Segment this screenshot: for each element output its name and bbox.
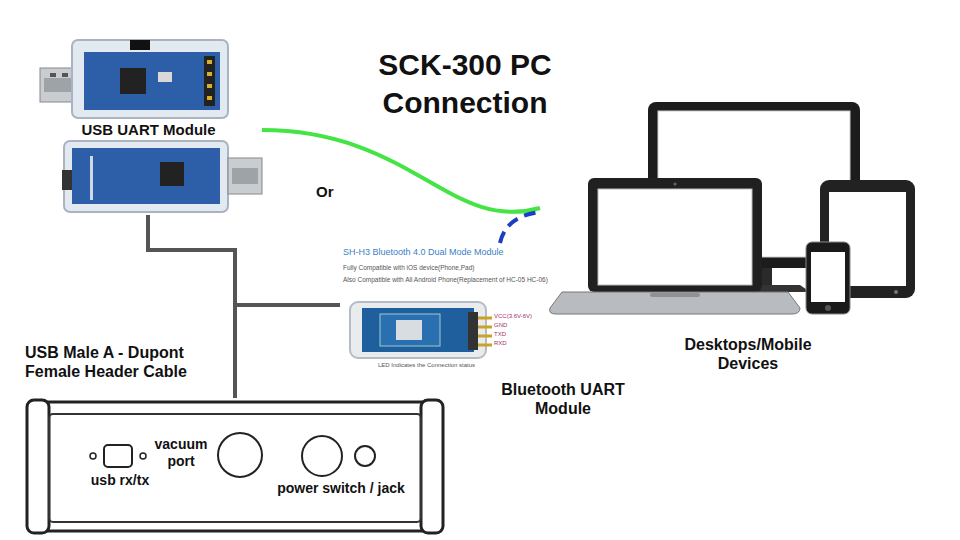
- module-label: Bluetooth UART Module: [478, 380, 648, 418]
- cable-label: USB Male A - Dupont Female Header Cable: [25, 343, 225, 381]
- pin-name: GND: [494, 322, 507, 329]
- module-note: Fully Compatible with iOS device(Phone,P…: [343, 264, 475, 272]
- devices-group: Desktops/Mobile Devices: [540, 98, 920, 380]
- sck300-device: usb rx/tx vacuum port power switch / jack: [25, 398, 445, 535]
- port-label: usb rx/tx: [77, 472, 163, 489]
- usb-uart-module-top: [40, 40, 228, 118]
- module-label: USB UART Module: [35, 121, 262, 139]
- pin-name: VCC(3.6V-6V): [494, 313, 532, 320]
- led-note: LED Indicates the Connection status: [378, 362, 475, 369]
- sck300-enclosure: [27, 400, 443, 533]
- devices-illustration: [550, 102, 915, 314]
- devices-label: Desktops/Mobile Devices: [668, 335, 828, 373]
- pin-name: RXD: [494, 340, 507, 347]
- usb-uart-module: USB UART Module: [35, 35, 262, 215]
- bluetooth-module: [350, 302, 492, 358]
- or-label: Or: [316, 183, 334, 201]
- diagram-title: SCK-300 PC Connection: [345, 46, 585, 122]
- pin-name: TXD: [494, 331, 506, 338]
- bluetooth-link: [500, 212, 540, 243]
- usb-link: [262, 130, 540, 212]
- port-label: vacuum port: [149, 436, 213, 470]
- port-label: power switch / jack: [268, 480, 414, 497]
- module-heading: SH-H3 Bluetooth 4.0 Dual Mode Module: [343, 247, 504, 258]
- module-note: Also Compatible with All Android Phone(R…: [343, 276, 548, 284]
- cable-wire: [235, 305, 340, 398]
- usb-uart-module-bottom: [62, 141, 262, 212]
